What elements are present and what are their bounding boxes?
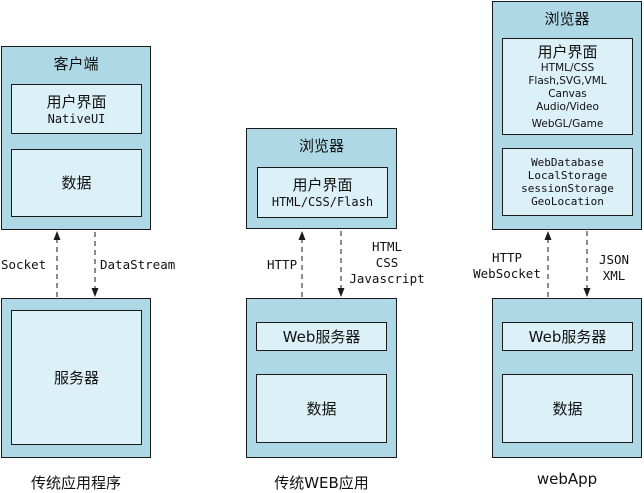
client-ui-box: 用户界面 NativeUI	[11, 84, 142, 134]
browser-title-web: 浏览器	[298, 137, 344, 155]
client-data-box: 数据	[11, 149, 142, 217]
web-ui-box: 用户界面 HTML/CSS/Flash	[257, 167, 388, 218]
server-label: 服务器	[53, 368, 99, 387]
browser-box-webapp: 浏览器 用户界面 HTML/CSS Flash,SVG,VML Canvas A…	[492, 1, 642, 230]
web-server-box: Web服务器 数据	[246, 298, 397, 458]
col1-caption: 传统应用程序	[30, 474, 121, 492]
storage-line-4: GeoLocation	[531, 195, 604, 208]
col2-label-down-html: HTML	[371, 239, 403, 254]
storage-line-1: WebDatabase	[531, 156, 604, 169]
col3-label-down-json: JSON	[598, 252, 630, 267]
col2-label-down: HTML CSS Javascript	[346, 239, 428, 287]
client-data-label: 数据	[61, 174, 92, 192]
web-data-box: 数据	[256, 374, 387, 443]
webapp-server-box: Web服务器 数据	[492, 298, 642, 458]
client-title: 客户端	[53, 55, 99, 73]
col3-label-down-xml: XML	[602, 268, 626, 283]
webapp-ui-title: 用户界面	[537, 43, 598, 61]
webapp-ui-line-5: WebGL/Game	[531, 118, 604, 130]
web-server-label: Web服务器	[282, 327, 361, 346]
arrowhead-json-webapp	[583, 288, 591, 297]
webapp-ui-box: 用户界面 HTML/CSS Flash,SVG,VML Canvas Audio…	[502, 38, 633, 135]
col1-label-down: DataStream	[100, 257, 176, 272]
client-ui-title: 用户界面	[46, 92, 107, 111]
col3-caption: webApp	[536, 470, 598, 488]
arrowhead-socket	[53, 231, 61, 240]
webapp-server-label: Web服务器	[528, 327, 607, 346]
server-inner-box: 服务器	[11, 310, 142, 445]
web-server-label-box: Web服务器	[256, 322, 387, 351]
storage-line-2: LocalStorage	[527, 169, 608, 182]
browser-title-webapp: 浏览器	[544, 10, 590, 28]
storage-line-3: sessionStorage	[521, 182, 614, 195]
arrowhead-http-webapp	[544, 231, 552, 240]
server-box: 服务器	[1, 298, 151, 458]
col2-label-down-js: Javascript	[349, 271, 425, 286]
col3-label-up-websocket: WebSocket	[473, 266, 541, 281]
web-ui-sub: HTML/CSS/Flash	[271, 195, 374, 209]
webapp-ui-line-2: Flash,SVG,VML	[528, 75, 607, 87]
webapp-storage-box: WebDatabase LocalStorage sessionStorage …	[502, 148, 633, 216]
col2-caption: 传统WEB应用	[274, 474, 369, 492]
webapp-ui-line-4: Audio/Video	[536, 101, 599, 113]
col3-label-down: JSON XML	[594, 252, 634, 284]
col3-label-up: HTTP WebSocket	[468, 250, 546, 282]
webapp-data-label: 数据	[552, 399, 583, 418]
webapp-ui-line-1: HTML/CSS	[540, 62, 595, 74]
webapp-server-label-box: Web服务器	[502, 322, 633, 351]
col2-label-up: HTTP	[267, 257, 298, 272]
webapp-ui-line-3: Canvas	[548, 88, 587, 100]
arrowhead-html-web	[337, 288, 345, 297]
client-ui-sub: NativeUI	[47, 111, 106, 126]
web-ui-title: 用户界面	[292, 176, 353, 194]
browser-box-web: 浏览器 用户界面 HTML/CSS/Flash	[246, 128, 397, 229]
web-data-label: 数据	[306, 399, 337, 418]
client-box: 客户端 用户界面 NativeUI 数据	[1, 46, 151, 230]
arrowhead-datastream	[91, 288, 99, 297]
col1-label-up: Socket	[1, 257, 47, 272]
col2-label-down-css: CSS	[375, 255, 399, 270]
arrowhead-http-web	[298, 231, 306, 240]
col3-label-up-http: HTTP	[491, 250, 523, 265]
webapp-data-box: 数据	[502, 374, 633, 443]
